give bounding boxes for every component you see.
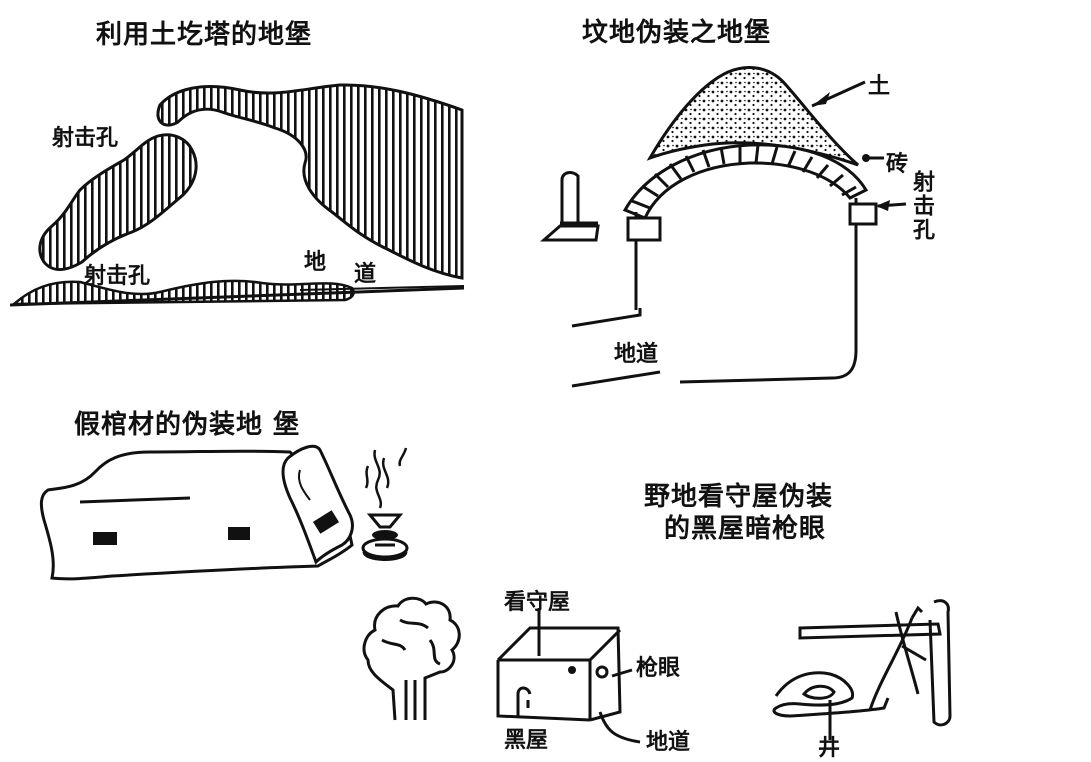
coffin-port-2 (228, 527, 250, 540)
grave-tunnel-upper (571, 308, 642, 328)
grave-bunker (540, 66, 907, 388)
tree (362, 596, 461, 721)
mound-ground-strip (10, 279, 355, 306)
hut-watch-hut-label: 看守屋 (504, 589, 571, 615)
grave-chamber (634, 198, 858, 384)
grave-brick-label: 砖 (886, 151, 909, 177)
coffin-port-3 (312, 510, 340, 534)
gravestone (540, 171, 600, 242)
earth-mound-tunnel-a: 地 (304, 249, 327, 275)
incense-smoke (364, 447, 408, 509)
grave-brick-arch (622, 143, 869, 220)
hut-well-label: 井 (818, 735, 841, 761)
grave-firing-port-label: 射击孔 (909, 170, 935, 242)
earth-mound-tunnel-b: 道 (354, 261, 377, 287)
mound-left-wing (38, 133, 198, 271)
ground-line (9, 286, 465, 307)
incense-burner (361, 513, 409, 561)
hut-gun-port-label: 枪眼 (636, 655, 681, 681)
coffin-title: 假棺材的伪装地 堡 (74, 410, 301, 440)
hut-dark-room-label: 黑屋 (504, 727, 549, 753)
earth-mound-bunker (9, 83, 465, 307)
coffin-lid-line (79, 496, 191, 504)
grave-firing-port-left (626, 216, 662, 242)
hut-title-line1: 野地看守屋伪装 (644, 482, 834, 512)
grave-tunnel-lower (571, 370, 661, 388)
hut-title-line2: 的黑屋暗枪眼 (664, 514, 827, 544)
grave-title: 坟地伪装之地堡 (582, 18, 772, 48)
earth-mound-firing-port-top: 射击孔 (52, 125, 119, 151)
coffin-end-face (281, 444, 354, 565)
mound-body (156, 83, 464, 280)
grave-soil-mound (646, 66, 859, 167)
grave-soil-label: 土 (868, 73, 891, 99)
coffin-bunker (39, 444, 409, 581)
earth-mound-title: 利用土圪塔的地堡 (96, 20, 313, 50)
hut-gun-port (568, 666, 576, 674)
earth-mound-firing-port-bottom: 射击孔 (84, 263, 151, 289)
coffin-body (39, 449, 354, 581)
watch-hut (496, 608, 641, 744)
well-with-pole (772, 599, 952, 740)
coffin-port-1 (93, 532, 117, 545)
grave-tunnel-label: 地道 (614, 341, 659, 367)
hut-tunnel-label: 地道 (646, 729, 691, 755)
watch-hut-scene (362, 596, 952, 744)
grave-firing-port-right (848, 202, 878, 226)
brick-lines (631, 144, 857, 210)
